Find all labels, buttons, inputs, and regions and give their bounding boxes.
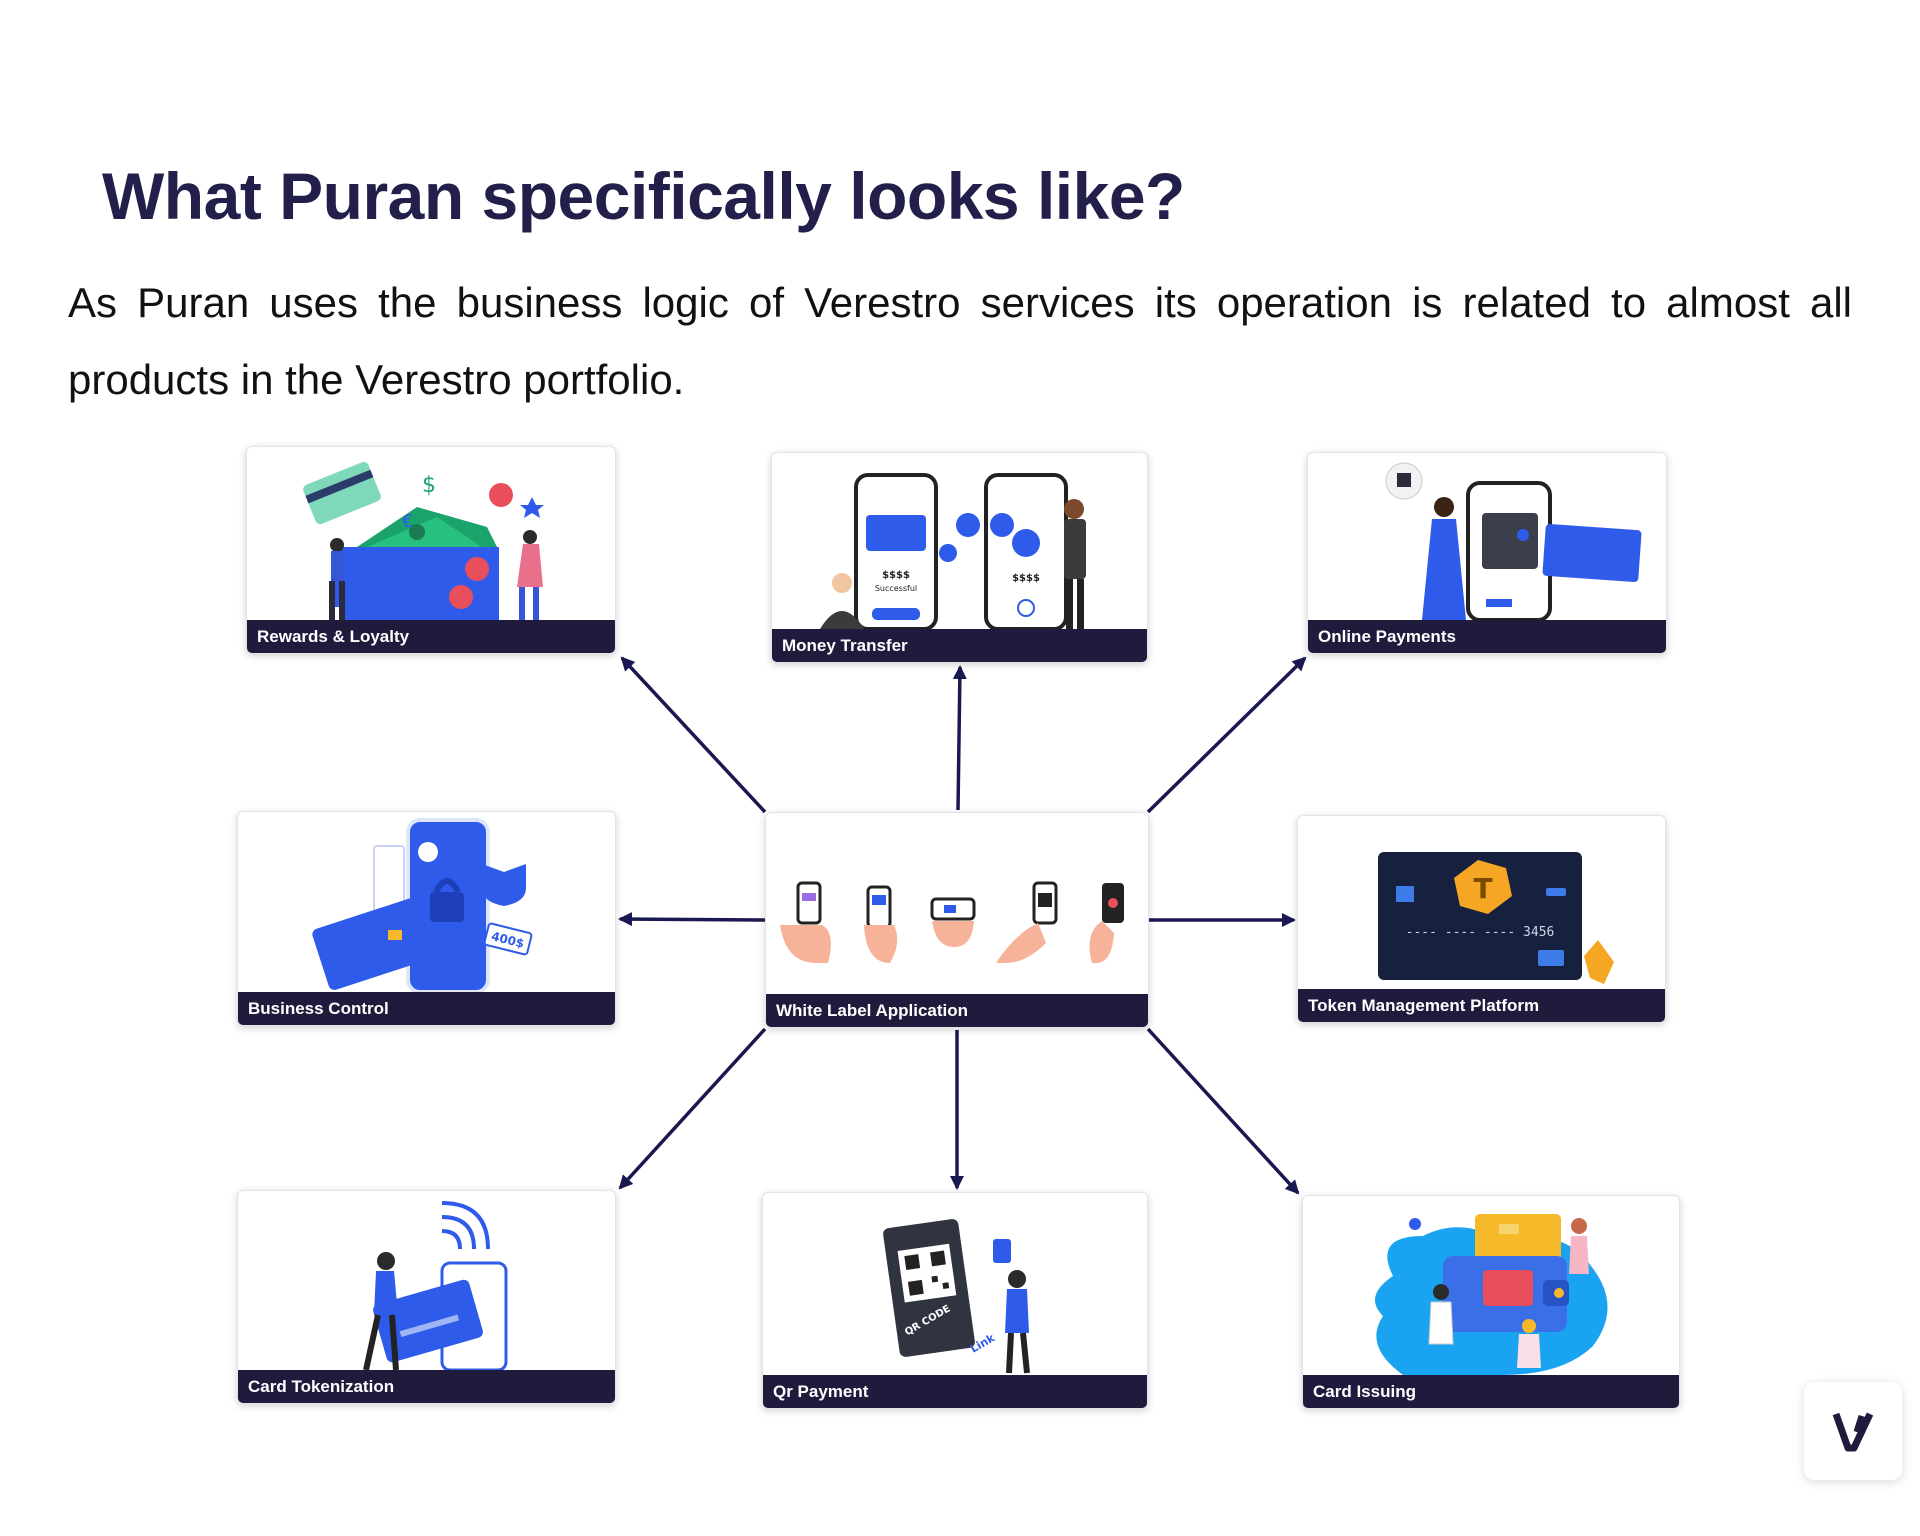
business-control-illustration: 400$ — [312, 818, 533, 992]
card-label: Online Payments — [1308, 620, 1666, 653]
card-qr-payment: QR CODE Link Qr Payment — [762, 1192, 1148, 1409]
verestro-logo-icon — [1832, 1412, 1874, 1452]
svg-text:$$$$: $$$$ — [882, 570, 910, 581]
verestro-logo — [1804, 1382, 1902, 1480]
card-white-label-application: White Label Application — [765, 812, 1149, 1028]
arrow-to-business-control — [618, 912, 766, 927]
card-token-management-platform: T ---- ---- ---- 3456 Token Management P… — [1297, 815, 1666, 1023]
card-online-payments: Online Payments — [1307, 452, 1667, 654]
card-label: Qr Payment — [763, 1375, 1147, 1408]
token-management-illustration: T ---- ---- ---- 3456 — [1378, 852, 1614, 984]
arrow-to-card-issuing — [1146, 1027, 1300, 1195]
card-label: Card Issuing — [1303, 1375, 1679, 1408]
arrow-to-online-payments — [1146, 656, 1307, 814]
svg-text:$$$$: $$$$ — [1012, 573, 1040, 584]
card-rewards-loyalty: $ € Rewards & Loyalty — [246, 446, 616, 654]
intro-paragraph: As Puran uses the business logic of Vere… — [68, 279, 1852, 403]
card-label: Card Tokenization — [238, 1370, 615, 1403]
card-label: Money Transfer — [772, 629, 1147, 662]
qr-payment-illustration: QR CODE Link — [883, 1219, 1030, 1374]
page-title: What Puran specifically looks like? — [102, 159, 1185, 233]
online-payments-illustration — [1385, 462, 1642, 620]
svg-text:T: T — [1473, 872, 1492, 905]
card-label: Token Management Platform — [1298, 989, 1665, 1022]
card-issuing-illustration — [1375, 1214, 1608, 1375]
card-money-transfer: $$$$ Successful $$$$ Money Transfer — [771, 452, 1148, 663]
card-tokenization-illustration — [363, 1201, 508, 1370]
rewards-illustration: $ € — [303, 461, 544, 620]
card-label: Rewards & Loyalty — [247, 620, 615, 653]
svg-text:Successful: Successful — [875, 584, 917, 593]
svg-text:$: $ — [422, 473, 436, 498]
card-card-tokenization: Card Tokenization — [237, 1190, 616, 1404]
svg-text:€: € — [402, 511, 413, 532]
card-card-issuing: Card Issuing — [1302, 1195, 1680, 1409]
white-label-illustration — [780, 881, 1124, 963]
arrow-to-card-tokenization — [618, 1027, 767, 1190]
svg-text:---- ---- ---- 3456: ---- ---- ---- 3456 — [1406, 925, 1555, 940]
card-business-control: 400$ Business Control — [237, 811, 616, 1026]
money-transfer-illustration: $$$$ Successful $$$$ — [820, 473, 1086, 629]
card-label: White Label Application — [766, 994, 1148, 1027]
arrow-to-money-transfer — [952, 665, 967, 811]
card-label: Business Control — [238, 992, 615, 1025]
arrow-to-rewards — [620, 656, 767, 814]
